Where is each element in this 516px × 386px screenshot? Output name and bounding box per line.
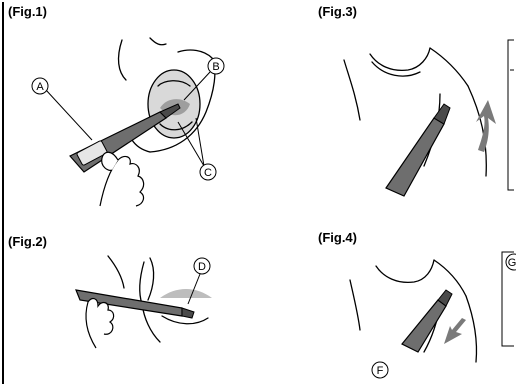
svg-text:A: A (36, 81, 44, 93)
leader-d (188, 274, 200, 304)
fig2-hand (86, 299, 114, 348)
lip-line (140, 262, 144, 304)
upper-lip-line (178, 50, 212, 58)
fig3-inset-box (508, 40, 514, 190)
jaw-line (132, 140, 150, 152)
shoulder-line (434, 260, 466, 296)
fig3-thermometer (386, 104, 450, 196)
svg-text:D: D (198, 261, 206, 273)
svg-text:B: B (212, 61, 219, 73)
face-cheek-line (119, 40, 126, 80)
collar-line (376, 260, 434, 282)
fig1-hand (100, 152, 144, 206)
fig4-arrow (444, 318, 466, 344)
mouth-inner (148, 258, 154, 300)
collar-line (370, 48, 430, 70)
nostril-line (150, 38, 166, 45)
callout-g: G (506, 254, 516, 270)
jaw-line-2 (162, 316, 208, 324)
thermometer-probe (182, 308, 194, 318)
arm-outer (466, 296, 477, 362)
callout-a: A (32, 78, 48, 94)
nose-line (108, 256, 124, 288)
fingers (86, 299, 114, 348)
callout-f: F (372, 362, 388, 378)
callout-c: C (200, 164, 216, 180)
thermometer-body (386, 118, 444, 196)
svg-text:C: C (204, 167, 212, 179)
callout-b: B (208, 58, 224, 74)
shoulder-line (430, 48, 468, 86)
svg-text:F: F (377, 365, 384, 377)
tongue-shade (160, 289, 212, 298)
thermometer-body (402, 300, 446, 352)
callout-d: D (194, 258, 210, 274)
fig3-arrow (476, 100, 496, 152)
svg-text:G: G (508, 257, 516, 269)
neck-line (350, 280, 360, 330)
fig2-leaders (188, 274, 200, 304)
neck-line (344, 60, 360, 120)
leader-a (46, 90, 92, 140)
